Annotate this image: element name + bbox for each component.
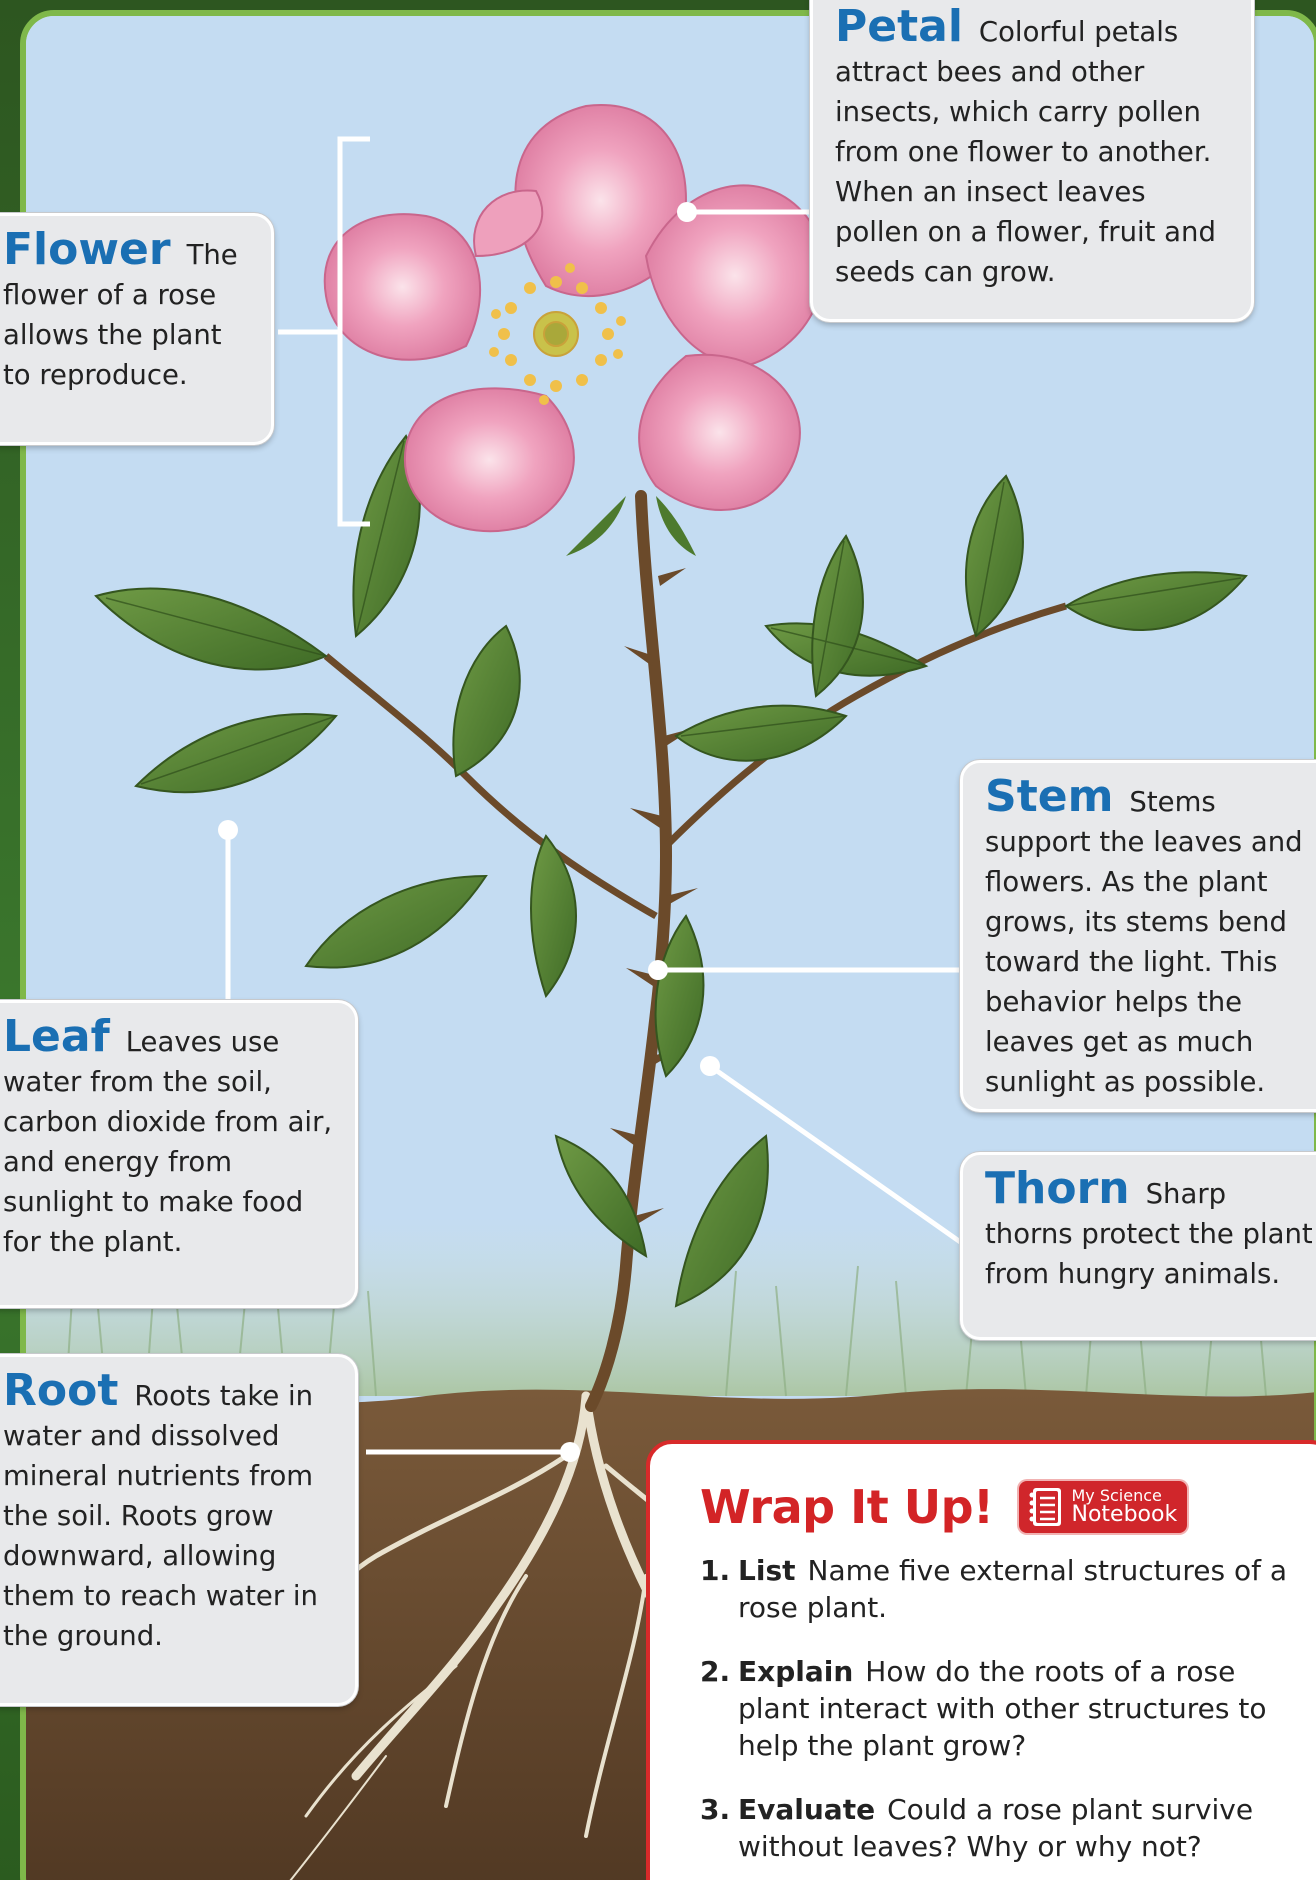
wrap-it-up-title: Wrap It Up! (700, 1480, 993, 1534)
question-term: List (738, 1554, 796, 1587)
leaf-dot (218, 820, 238, 840)
question-text: Name five external structures of a rose … (738, 1554, 1287, 1624)
root-callout: RootRoots take in water and dissolved mi… (0, 1354, 358, 1706)
stem-term: Stem (985, 771, 1113, 822)
notebook-icon (1027, 1485, 1065, 1529)
petal-callout: PetalColorful petals attract bees and ot… (810, 0, 1254, 322)
stem-description: Stems support the leaves and flowers. As… (985, 786, 1303, 1098)
question-3: 3. EvaluateCould a rose plant survive wi… (700, 1791, 1302, 1865)
petal-term: Petal (835, 1, 963, 52)
my-science-notebook-badge[interactable]: My Science Notebook (1019, 1481, 1187, 1533)
wrap-title-row: Wrap It Up! (700, 1480, 1302, 1534)
question-2: 2. ExplainHow do the roots of a rose pla… (700, 1653, 1302, 1764)
stem-callout: StemStems support the leaves and flowers… (960, 760, 1316, 1112)
question-term: Evaluate (738, 1793, 875, 1826)
notebook-label-line2: Notebook (1071, 1504, 1177, 1526)
question-1: 1. ListName five external structures of … (700, 1552, 1302, 1626)
question-term: Explain (738, 1655, 853, 1688)
stem-dot (648, 960, 668, 980)
question-number: 2. (700, 1653, 738, 1764)
root-description: Roots take in water and dissolved minera… (3, 1380, 318, 1652)
wrap-it-up-box: Wrap It Up! (646, 1440, 1316, 1880)
notebook-label: My Science Notebook (1071, 1488, 1177, 1526)
root-dot (560, 1442, 580, 1462)
petal-dot (677, 202, 697, 222)
leaf-term: Leaf (3, 1011, 110, 1062)
question-number: 1. (700, 1552, 738, 1626)
thorn-callout: ThornSharp thorns protect the plant from… (960, 1152, 1316, 1340)
flower-term: Flower (3, 224, 171, 275)
flower-callout: FlowerThe flower of a rose allows the pl… (0, 213, 274, 445)
thorn-term: Thorn (985, 1163, 1130, 1214)
question-number: 3. (700, 1791, 738, 1865)
leaf-callout: LeafLeaves use water from the soil, carb… (0, 1000, 358, 1308)
root-term: Root (3, 1365, 118, 1416)
petal-description: Colorful petals attract bees and other i… (835, 16, 1216, 288)
thorn-dot (700, 1056, 720, 1076)
